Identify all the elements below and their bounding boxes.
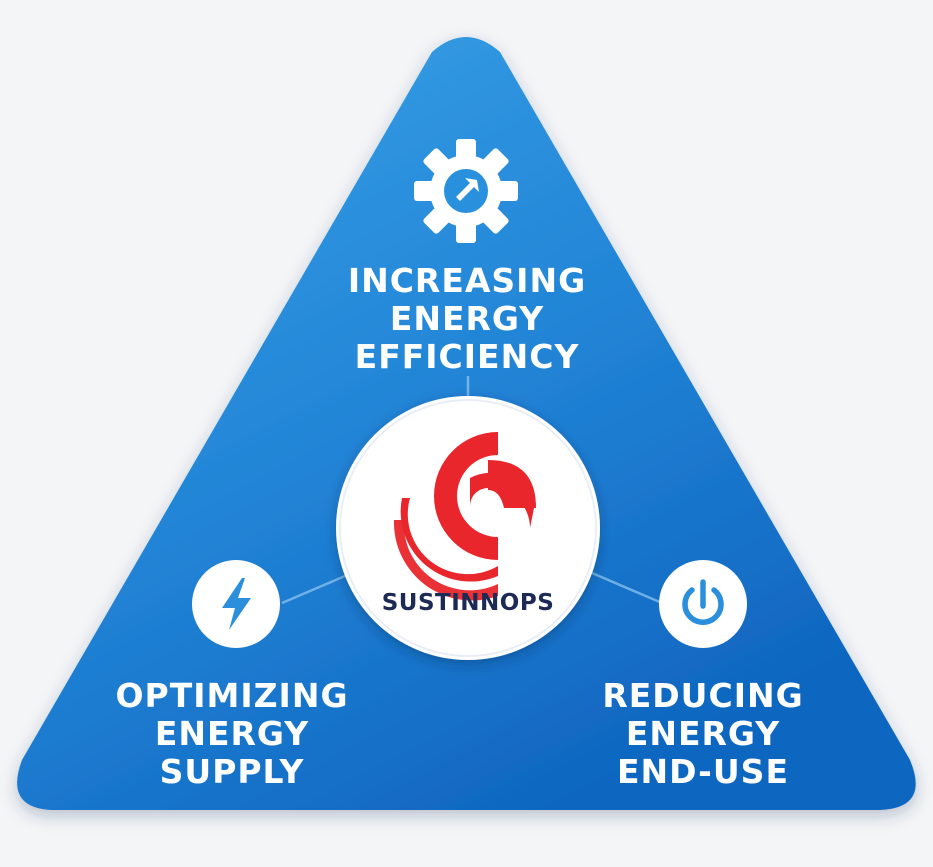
brand-name: SUSTINNOPS [381,590,555,616]
gear-arrow-icon [414,139,518,243]
connector-right [591,571,663,605]
sustinnops-logo-icon [393,432,536,601]
node-label-top-line-3: EFFICIENCY [354,337,580,376]
node-label-top-line-2: ENERGY [389,299,545,338]
node-label-right-line-3: END-USE [617,752,789,791]
node-label-right: REDUCING ENERGY END-USE [563,677,843,791]
node-label-right-line-1: REDUCING [602,676,804,715]
connector-left [281,571,353,605]
node-label-left-line-2: ENERGY [154,714,310,753]
node-label-left-line-1: OPTIMIZING [115,676,349,715]
node-label-left-line-3: SUPPLY [159,752,305,791]
lightning-bolt-icon [192,560,280,648]
power-icon [659,560,747,648]
node-label-right-line-2: ENERGY [625,714,781,753]
node-label-left: OPTIMIZING ENERGY SUPPLY [92,677,372,791]
node-label-top: INCREASING ENERGY EFFICIENCY [317,262,617,376]
node-label-top-line-1: INCREASING [347,261,587,300]
